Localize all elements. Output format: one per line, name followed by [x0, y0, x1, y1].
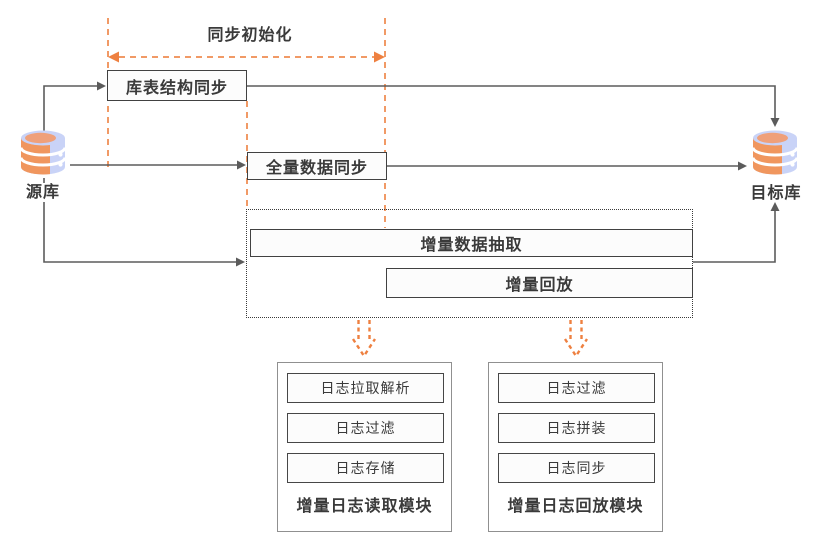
group-to-target-line	[693, 211, 776, 263]
span-arrow-head-left	[108, 51, 119, 63]
arrowhead-into-schema	[97, 81, 106, 91]
span-arrow-head-right	[374, 51, 385, 63]
arrowhead-into-group	[236, 257, 245, 267]
log-replayer-step-sync: 日志同步	[498, 453, 655, 483]
log-replayer-module: 日志过滤 日志拼装 日志同步 增量日志回放模块	[488, 362, 663, 532]
replayer-arrow-head	[563, 338, 589, 359]
arrowhead-into-target-top	[770, 118, 780, 127]
incremental-extract-node: 增量数据抽取	[250, 229, 693, 257]
init-phase-label: 同步初始化	[207, 27, 293, 44]
log-replayer-module-title: 增量日志回放模块	[507, 498, 644, 515]
init-phase-span-arrow	[108, 51, 385, 63]
solid-arrowheads	[97, 81, 780, 267]
arrowhead-into-target-bottom	[770, 202, 780, 211]
group-to-replayer-arrow	[563, 320, 589, 359]
log-replayer-step-filter: 日志过滤	[498, 373, 655, 403]
arrowhead-into-target-left	[738, 161, 747, 171]
target-database-icon	[748, 127, 802, 179]
source-to-schema-line	[43, 85, 97, 140]
log-replayer-step-assemble: 日志拼装	[498, 413, 655, 443]
group-to-reader-arrow	[351, 320, 377, 359]
init-phase-guide-lines	[107, 18, 386, 228]
incremental-replay-node: 增量回放	[386, 268, 693, 298]
schema-to-target-line	[247, 85, 776, 118]
full-sync-node: 全量数据同步	[247, 152, 387, 180]
source-database-icon	[16, 127, 70, 179]
source-database-label: 源库	[13, 183, 73, 202]
log-reader-step-filter: 日志过滤	[287, 413, 444, 443]
schema-sync-node: 库表结构同步	[107, 70, 247, 101]
solid-connectors	[43, 85, 776, 263]
log-reader-module: 日志拉取解析 日志过滤 日志存储 增量日志读取模块	[277, 362, 452, 532]
target-database-label: 目标库	[746, 184, 806, 202]
incremental-group-box	[246, 209, 693, 318]
log-reader-step-parse: 日志拉取解析	[287, 373, 444, 403]
log-reader-step-store: 日志存储	[287, 453, 444, 483]
log-reader-module-title: 增量日志读取模块	[296, 498, 433, 515]
reader-arrow-head	[351, 338, 377, 359]
arrowhead-into-fullsync	[237, 160, 246, 170]
source-to-group-line	[43, 178, 236, 263]
